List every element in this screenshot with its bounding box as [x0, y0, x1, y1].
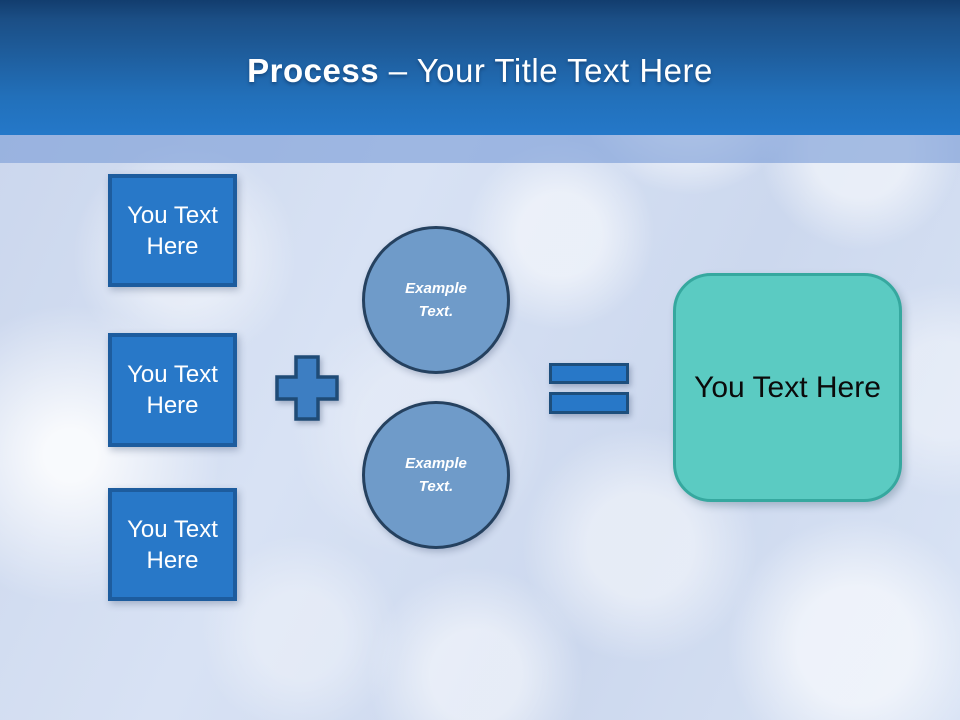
equals-bar-bottom: [549, 392, 629, 414]
input-box-1[interactable]: You Text Here: [108, 174, 237, 287]
example-circle-1[interactable]: Example Text.: [362, 226, 510, 374]
equals-bar-top: [549, 363, 629, 384]
example-circle-2[interactable]: Example Text.: [362, 401, 510, 549]
example-circle-2-label: Example Text.: [405, 455, 467, 495]
slide-title-emphasis: Process: [247, 52, 380, 89]
input-box-2-label: You Text Here: [127, 361, 218, 419]
equals-icon[interactable]: [549, 363, 629, 414]
plus-icon[interactable]: [275, 355, 339, 421]
header-accent-band: [0, 135, 960, 163]
example-circle-1-label: Example Text.: [405, 280, 467, 320]
input-box-2[interactable]: You Text Here: [108, 333, 237, 447]
input-box-1-label: You Text Here: [127, 201, 218, 260]
slide-title[interactable]: Process – Your Title Text Here: [0, 52, 960, 90]
result-box-label: You Text Here: [694, 370, 881, 404]
result-box[interactable]: You Text Here: [673, 273, 902, 502]
slide-header: Process – Your Title Text Here: [0, 0, 960, 135]
input-box-3-label: You Text Here: [127, 515, 218, 574]
slide-title-text: Your Title Text Here: [416, 52, 713, 89]
input-box-3[interactable]: You Text Here: [108, 488, 237, 601]
slide-title-separator: –: [388, 52, 408, 89]
